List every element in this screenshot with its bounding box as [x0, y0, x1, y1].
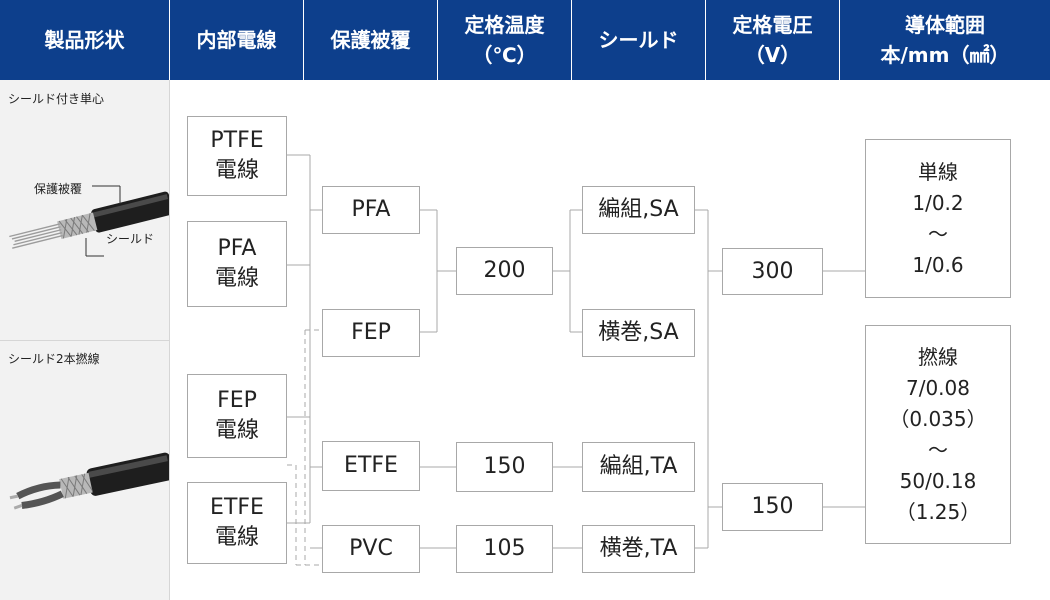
conductor-stranded: 撚線 7/0.08 （0.035） ～ 50/0.18 （1.25） — [865, 325, 1011, 544]
wire-ptfe: PTFE 電線 — [187, 116, 287, 196]
jacket-etfe: ETFE — [322, 441, 420, 491]
header-conductor: 導体範囲 本/mm（㎟） — [840, 0, 1050, 80]
temp-200: 200 — [456, 247, 553, 295]
voltage-300: 300 — [722, 248, 823, 295]
wire-fep: FEP 電線 — [187, 374, 287, 458]
header-internal-wire: 内部電線 — [170, 0, 304, 80]
single-core-cable-image — [9, 185, 169, 257]
header-shield: シールド — [572, 0, 706, 80]
header-voltage: 定格電圧 （V） — [706, 0, 840, 80]
shield-spiral-ta: 横巻,TA — [582, 525, 695, 573]
header-shape: 製品形状 — [0, 0, 170, 80]
jacket-pvc: PVC — [322, 525, 420, 573]
callout-shield: シールド — [106, 232, 155, 246]
shield-spiral-sa: 横巻,SA — [582, 309, 695, 357]
jacket-pfa: PFA — [322, 186, 420, 234]
conductor-solid: 単線 1/0.2 ～ 1/0.6 — [865, 139, 1011, 298]
wire-pfa: PFA 電線 — [187, 221, 287, 307]
voltage-150: 150 — [722, 483, 823, 531]
product-label-single: シールド付き単心 — [8, 92, 105, 106]
shield-braid-ta: 編組,TA — [582, 442, 695, 492]
wire-etfe: ETFE 電線 — [187, 482, 287, 564]
shield-braid-sa: 編組,SA — [582, 186, 695, 234]
temp-150: 150 — [456, 442, 553, 492]
product-label-twisted: シールド2本撚線 — [8, 352, 100, 366]
header-temperature: 定格温度 （℃） — [438, 0, 572, 80]
temp-105: 105 — [456, 525, 553, 573]
product-divider — [0, 340, 169, 341]
header-jacket: 保護被覆 — [304, 0, 438, 80]
product-shape-column: シールド付き単心 シールド2本撚線 — [0, 80, 170, 600]
callout-jacket: 保護被覆 — [34, 182, 83, 196]
twisted-pair-cable-image — [9, 452, 169, 510]
jacket-fep: FEP — [322, 309, 420, 357]
